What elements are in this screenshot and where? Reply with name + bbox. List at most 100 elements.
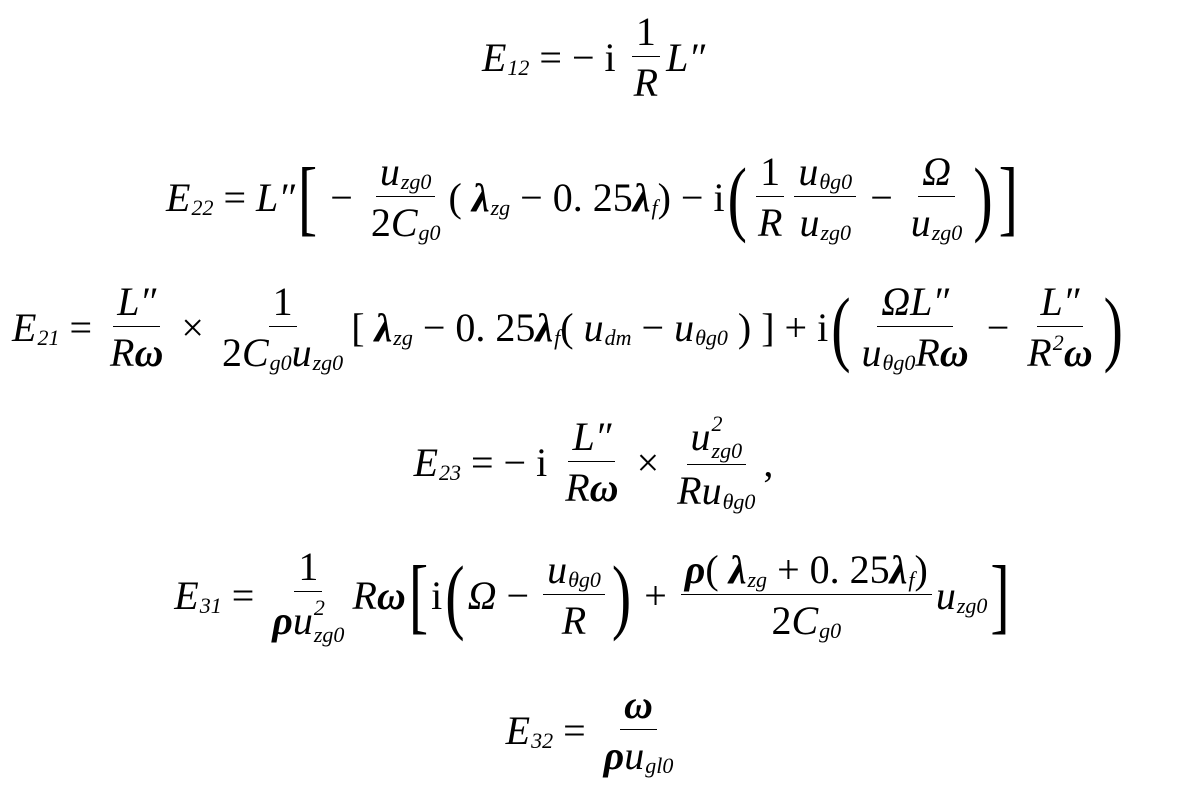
math-text: × <box>171 304 214 350</box>
math-text: − <box>860 174 903 220</box>
math-text: − 0. 25 <box>412 304 536 350</box>
math-text: + 0. 25 <box>767 547 890 592</box>
variable-symbol: Ω <box>881 279 911 324</box>
math-text: i <box>431 572 443 618</box>
subscript: 23 <box>439 459 461 485</box>
scripts: zg <box>491 186 511 219</box>
math-text: = <box>553 707 596 753</box>
subscript: 21 <box>37 324 60 350</box>
fraction-numerator: 1 <box>631 9 660 57</box>
subscript: 32 <box>531 727 554 753</box>
scripts: 23 <box>439 451 461 484</box>
variable-symbol: L″ <box>666 34 705 80</box>
fraction-denominator: R <box>754 197 786 243</box>
math-variable: R <box>758 203 782 243</box>
math-variable: R <box>677 471 701 511</box>
variable-symbol: λ <box>728 547 747 592</box>
variable-symbol: R <box>915 330 940 375</box>
math-variable: ρ <box>685 550 706 590</box>
scripts: f <box>651 186 657 219</box>
math-variable: ρ <box>604 736 625 776</box>
subscript: f <box>651 194 658 220</box>
subscript: g0 <box>819 618 842 644</box>
variable-symbol: Ω <box>467 572 497 618</box>
scripts: zg0 <box>821 211 852 244</box>
subscript: dm <box>604 324 632 350</box>
variable-symbol: ρ <box>684 547 706 592</box>
variable-symbol: u <box>861 330 882 375</box>
scripts: 2 <box>1053 331 1064 364</box>
math-text: ) ] + i <box>727 304 829 350</box>
variable-symbol: ω <box>376 572 406 618</box>
variable-symbol: u <box>291 330 312 375</box>
variable-symbol: λ <box>632 174 651 220</box>
variable-symbol: L″ <box>910 279 950 324</box>
math-variable: L″ <box>1041 282 1080 322</box>
subscript: zg <box>747 567 768 593</box>
math-variable: R <box>562 601 586 641</box>
variable-symbol: ρ <box>603 733 625 778</box>
subscript: zg <box>393 324 413 350</box>
subscript: 31 <box>199 592 222 618</box>
math-variable: ρ <box>272 601 293 641</box>
math-variable: R <box>915 333 939 373</box>
fraction-numerator: ω <box>620 685 657 730</box>
math-text: − <box>631 304 675 350</box>
math-text: [ <box>351 304 375 350</box>
variable-symbol: L″ <box>1040 279 1080 324</box>
subscript: θg0 <box>568 567 601 593</box>
variable-symbol: R <box>633 60 659 105</box>
variable-symbol: u <box>624 733 645 778</box>
scripts: zg <box>393 316 413 349</box>
fraction-numerator: 1 <box>756 152 785 197</box>
variable-symbol: R <box>110 330 135 375</box>
math-text: = − i <box>461 439 558 485</box>
fraction-numerator: 1 <box>268 282 297 327</box>
scripts: zg <box>748 558 768 591</box>
variable-symbol: u <box>799 200 820 245</box>
math-variable: L″ <box>256 177 295 218</box>
fraction-numerator: L″ <box>568 417 616 462</box>
math-variable: L″ <box>572 417 611 457</box>
math-text: + <box>634 572 677 618</box>
variable-symbol: λ <box>471 174 490 220</box>
math-variable: ω <box>624 685 653 725</box>
math-text: 1 <box>635 9 656 54</box>
scripts: g0 <box>270 341 292 374</box>
subscript: zg0 <box>820 220 852 246</box>
delimiter: ) <box>1103 279 1123 374</box>
math-variable: Ω <box>881 282 910 322</box>
scripts: dm <box>605 316 632 349</box>
variable-symbol: R <box>352 572 377 618</box>
superscript: 2 <box>711 410 723 436</box>
variable-symbol: ρ <box>272 598 293 643</box>
